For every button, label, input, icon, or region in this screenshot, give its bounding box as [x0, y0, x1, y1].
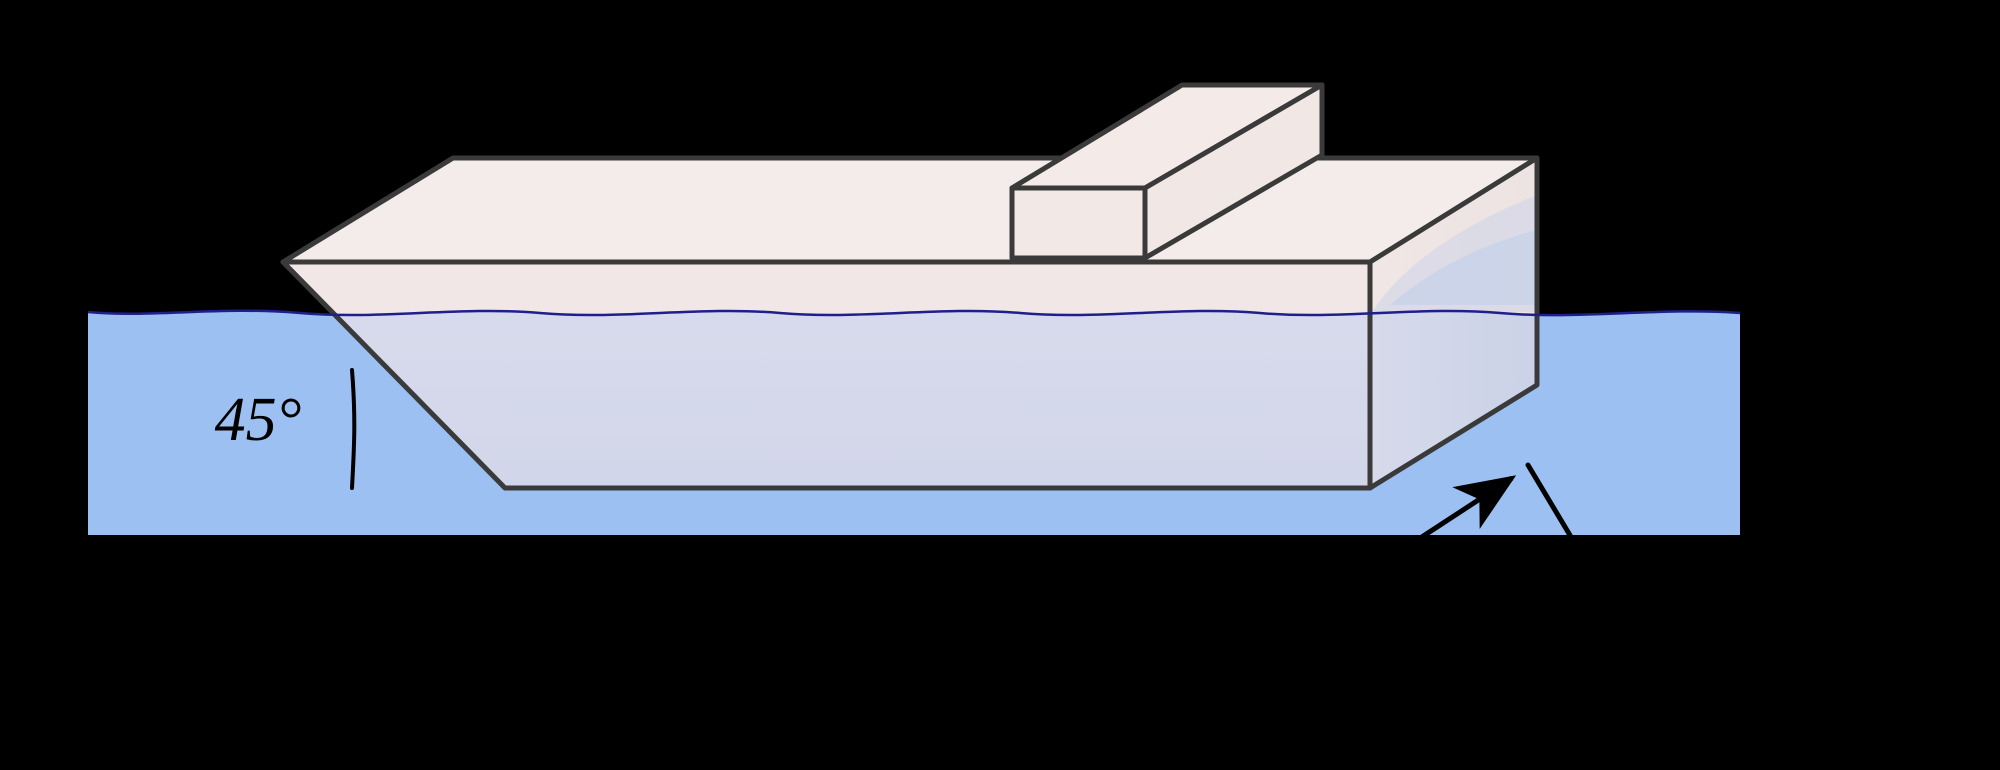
hull-outline — [280, 155, 1540, 491]
stern-wet-shading — [1372, 195, 1537, 312]
bow-angle-annotation: 45° — [215, 368, 357, 490]
deck-block-side — [1142, 82, 1325, 261]
hull-stern-outline — [1367, 155, 1540, 491]
deck-block-front — [1009, 185, 1148, 261]
wet-sweep-2 — [1372, 195, 1537, 312]
bow-angle-label: 45° — [215, 386, 302, 454]
deck-top-surface — [280, 155, 1540, 265]
faint-mark-bottom-mid: · — [1356, 570, 1360, 582]
annotation-leader-line — [1525, 462, 1583, 555]
faint-mark-bottom-left: · — [496, 570, 500, 582]
angle-reference-leg — [350, 368, 357, 490]
faint-mark-right-upper: · — [1778, 302, 1782, 314]
waterline — [87, 309, 1741, 317]
faint-mark-right-lower: · — [1778, 470, 1782, 482]
hull-port-face — [283, 262, 1370, 488]
deck-block — [1009, 82, 1325, 261]
annotation-arrow — [1403, 475, 1517, 551]
waterline-arrow-annotation — [1403, 462, 1583, 555]
